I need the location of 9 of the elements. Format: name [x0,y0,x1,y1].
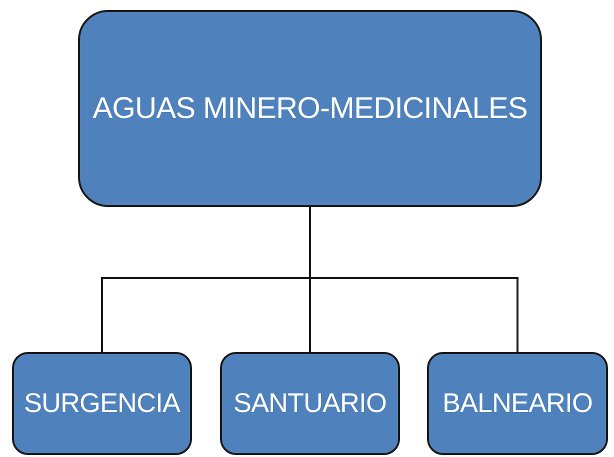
connector-line [309,207,518,352]
node-label: AGUAS MINERO-MEDICINALES [92,92,528,126]
root-box [78,10,542,207]
child-box [12,352,192,455]
node-label: SANTUARIO [233,388,387,419]
node-label: BALNEARIO [442,388,593,419]
child-box [220,352,400,455]
child-box [427,352,608,455]
node-label: SURGENCIA [24,388,180,419]
